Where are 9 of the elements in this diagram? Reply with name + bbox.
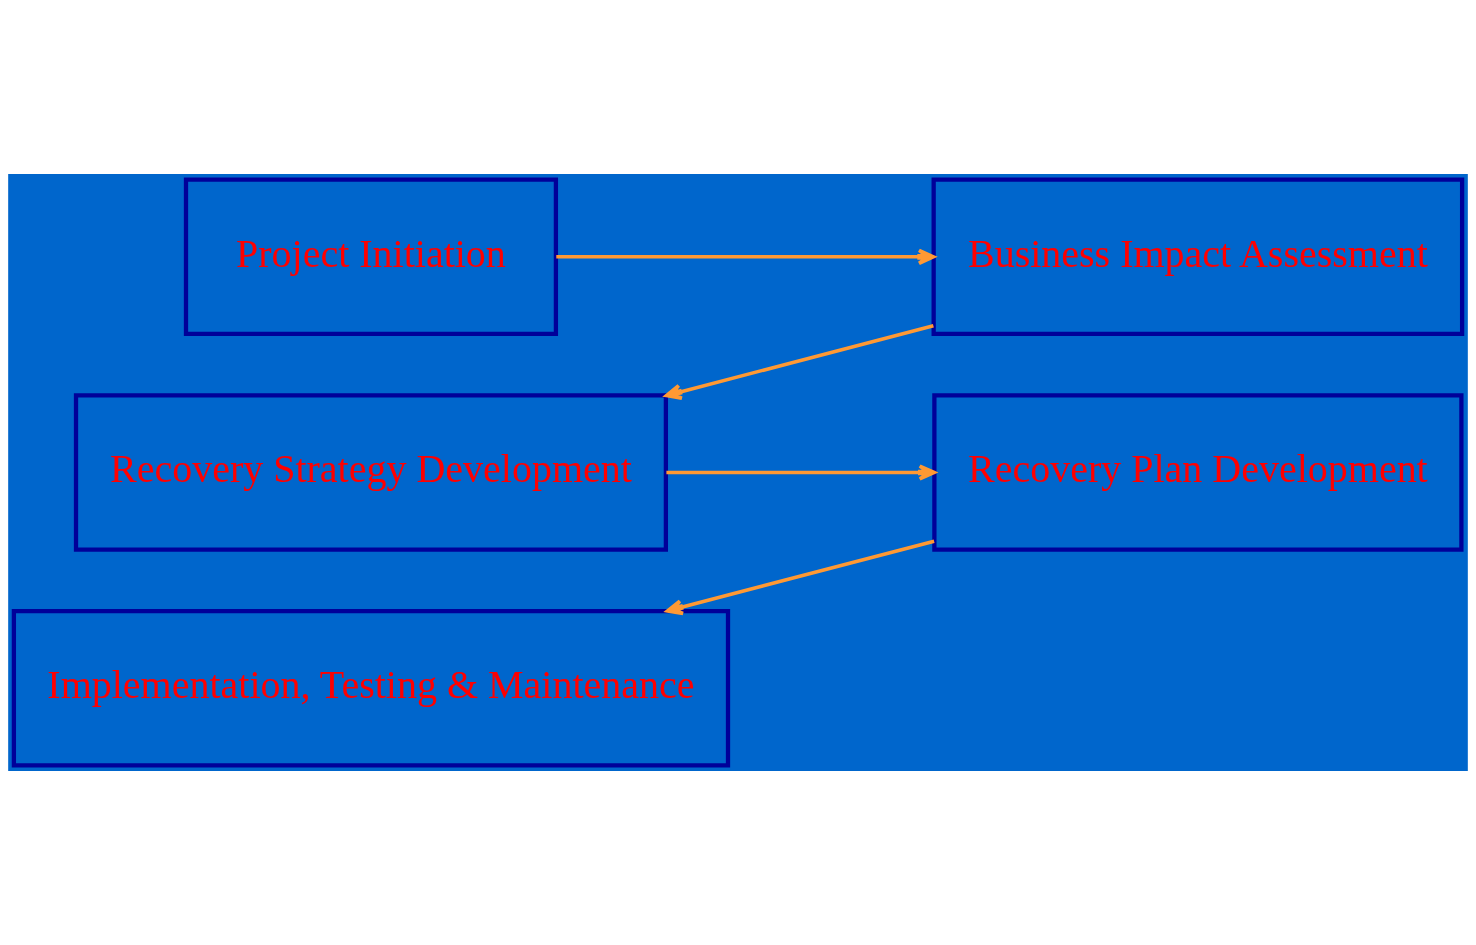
arrow [665,539,935,616]
node-box: Recovery Strategy Development [73,393,668,552]
arrow [664,323,934,400]
arrow [666,464,936,481]
node-box: Project Initiation [183,177,559,337]
node-box: Implementation, Testing & Maintenance [11,608,731,768]
arrow [556,248,936,266]
node-box: Recovery Plan Development [932,393,1464,552]
node-box: Business Impact Assessment [931,177,1465,337]
